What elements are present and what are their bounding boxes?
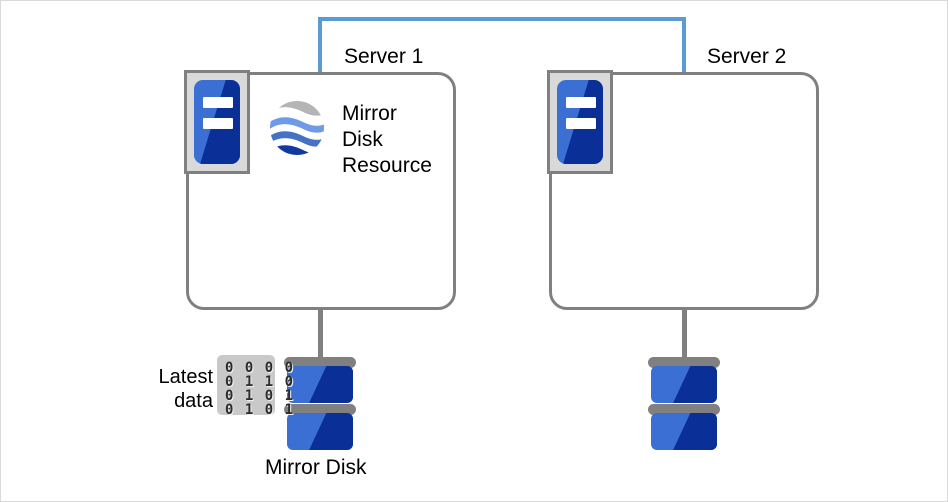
binary-data-row: 0 0 0 0 [225,360,295,376]
binary-data-row: 0 1 1 0 [225,374,295,390]
interconnect-top-segment [318,17,686,21]
disk-slab-shade [287,413,353,450]
disk-slab-top [287,366,353,403]
mirror-disk-icon [284,357,356,450]
server-icon-bar-top [203,97,233,108]
server-icon-bar-top [566,97,596,108]
disk-plate-middle [284,404,356,415]
binary-data-block: 0 0 0 0 0 1 1 0 0 1 0 1 0 1 0 1 [217,355,295,418]
server-2-disk-connector [682,310,687,357]
latest-data-line-2: data [174,390,213,412]
resource-label-line-3: Resource [342,154,432,177]
server-1-disk-connector [318,310,323,357]
mirror-disk-resource-icon [269,100,325,156]
disk-plate-middle [648,404,720,415]
disk-slab-bottom [651,413,717,450]
mirror-disk-label: Mirror Disk [265,456,367,479]
mirror-disk-resource-label: Mirror Disk Resource [342,101,432,179]
server-icon-bar-bottom [566,118,596,129]
disk-slab-shade [651,366,717,403]
server-icon-body [194,80,240,164]
interconnect-left-segment [318,17,322,75]
server-2-label: Server 2 [707,45,787,68]
disk-slab-shade [651,413,717,450]
disk-slab-bottom [287,413,353,450]
disk-plate-top [648,357,720,368]
disk-slab-shade [287,366,353,403]
disk-plate-top [284,357,356,368]
resource-label-line-1: Mirror [342,102,397,125]
resource-label-line-2: Disk [342,128,383,151]
binary-data-row: 0 1 0 1 [225,388,295,404]
server-2-box[interactable] [549,72,819,310]
server-1-label: Server 1 [344,45,424,68]
interconnect-right-segment [682,17,686,75]
latest-data-label: Latest data [119,365,213,413]
server-icon-bar-bottom [203,118,233,129]
mirror-disk-icon [648,357,720,450]
server-icon [547,70,613,174]
latest-data-line-1: Latest [158,366,213,388]
disk-slab-top [651,366,717,403]
binary-data-row: 0 1 0 1 [225,402,295,418]
server-icon-body [557,80,603,164]
server-icon [184,70,250,174]
